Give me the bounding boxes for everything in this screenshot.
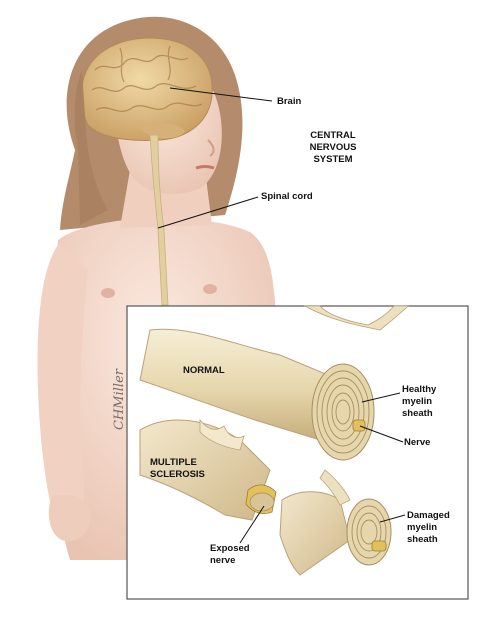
ms-upper-fibre bbox=[319, 469, 351, 506]
normal-nerve-core bbox=[352, 419, 366, 432]
spinal-cord bbox=[149, 134, 169, 306]
nipple-right bbox=[203, 284, 217, 294]
left-arm bbox=[37, 245, 88, 536]
brain-leader bbox=[169, 87, 273, 102]
normal-myelin-cross-section bbox=[311, 363, 375, 461]
nipple-left bbox=[101, 288, 115, 298]
artist-signature: CHMiller bbox=[112, 369, 127, 430]
label-central-nervous-system: CENTRAL NERVOUS SYSTEM bbox=[309, 130, 357, 165]
left-hand bbox=[48, 495, 91, 542]
damaged-nerve-core bbox=[371, 540, 387, 552]
damaged-myelin-leader bbox=[379, 514, 406, 523]
spinal-leader bbox=[157, 196, 259, 229]
lips bbox=[195, 165, 215, 170]
cerebellum bbox=[140, 123, 185, 139]
normal-nerve-fibre bbox=[303, 305, 409, 331]
label-exposed-nerve: Exposed nerve bbox=[210, 543, 250, 566]
brain-folds bbox=[91, 45, 203, 113]
damaged-myelin-rings bbox=[351, 505, 387, 559]
label-nerve: Nerve bbox=[404, 437, 431, 448]
label-normal: NORMAL bbox=[183, 365, 225, 376]
label-damaged-myelin-sheath: Damaged myelin sheath bbox=[407, 510, 450, 545]
label-spinal-cord: Spinal cord bbox=[261, 191, 313, 202]
exposed-nerve-leader bbox=[239, 505, 265, 544]
label-healthy-myelin-sheath: Healthy myelin sheath bbox=[402, 384, 437, 419]
label-multiple-sclerosis: MULTIPLE SCLEROSIS bbox=[150, 457, 205, 480]
damaged-myelin-cross-section bbox=[346, 498, 392, 566]
hair-front bbox=[74, 70, 108, 225]
nose bbox=[207, 139, 215, 157]
nerve-leader bbox=[359, 425, 404, 443]
label-brain: Brain bbox=[277, 96, 302, 107]
ms-tube-fragment bbox=[199, 418, 245, 451]
healthy-myelin-leader bbox=[361, 392, 401, 403]
myelin-rings bbox=[316, 370, 370, 454]
